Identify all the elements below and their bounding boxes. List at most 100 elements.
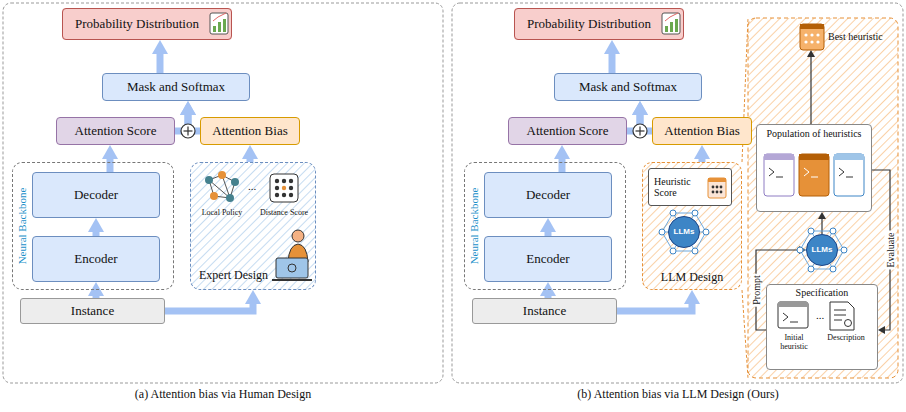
output-box: Probability Distribution [514,8,684,40]
node-text: Mask and Softmax [127,80,225,95]
chart-icon [210,13,228,34]
node-text: Mask and Softmax [579,80,677,95]
network-icon-part [210,192,218,200]
heuristic-window [799,154,829,196]
best-heuristic-icon-part [816,33,819,36]
icon-label: Initial heuristic [771,333,817,351]
heuristic-window-part [764,154,794,160]
document-icon [830,302,854,330]
zoom-line [742,290,748,378]
document-icon-part [830,302,854,330]
box-fill [756,124,872,212]
node-text: Probability Distribution [527,17,651,32]
node-text: Decoder [74,188,118,203]
grid-icon-part [289,193,293,197]
best-heuristic-icon-part [800,24,824,29]
node-text: Neural Backbone [16,188,29,265]
script-icon-part [708,178,726,182]
grid-icon-part [275,186,279,190]
process-box: Decoder [32,172,160,218]
block-arrow [165,304,253,311]
terminal-icon-part [790,322,798,323]
network-icon-part [205,176,213,184]
best-heuristic-icon [800,24,824,50]
script-icon-part [720,186,723,189]
network-icon-part [231,178,239,186]
heuristic-window [834,154,864,196]
flow-arrow [821,219,822,234]
llm-circle: LLMs [668,216,700,248]
node-text: Instance [71,304,114,319]
heuristic-window-part [799,154,829,160]
block-arrow [617,304,692,311]
grid-icon-part [275,193,279,197]
heuristic-window-part [834,154,864,196]
node-text: Instance [523,304,566,319]
node-text: Specification [796,287,849,299]
grid-icon-part [282,179,286,183]
script-icon-part [708,178,726,198]
population-box: Population of heuristics [756,124,872,212]
output-box: Probability Distribution [62,8,232,40]
best-heuristic-icon-part [816,40,819,43]
llm-circle: LLMs [806,234,838,266]
terminal-icon-part [778,302,808,307]
heuristic-window-part [799,154,829,196]
process-box: Encoder [484,236,612,282]
node-text: Neural Backbone [468,188,481,265]
person-icon-part [276,258,308,278]
script-icon-part [716,186,719,189]
block-arrow [609,54,616,73]
script-icon-part [720,191,723,194]
backbone-region: Neural BackboneDecoderEncoder [464,162,626,290]
heuristic-window-part [764,154,794,196]
subfigure-caption: (b) Attention bias via LLM Design (Ours) [458,388,898,402]
person-icon-part [272,279,312,281]
terminal-icon-part [778,302,808,328]
script-icon [708,178,726,198]
block-arrow [157,54,164,73]
plus-symbol [633,124,647,138]
process-box: Decoder [484,172,612,218]
score-box: Attention Score [56,117,175,145]
node-text: Encoder [74,252,117,267]
process-box: Mask and Softmax [102,73,250,101]
grid-icon-part [289,179,293,183]
icon-label: Distance Score [253,208,315,217]
best-heuristic-icon-part [804,33,807,36]
llm-icon [797,228,847,272]
heuristic-window-part [846,177,853,178]
node-text: Best heuristic [828,31,883,43]
specification-box: Specification [766,284,878,370]
best-heuristic-icon-part [810,40,813,43]
grid-icon [270,174,298,202]
input-box: Instance [20,298,165,324]
node-text: LLMs [812,245,833,254]
node-text: Population of heuristics [767,128,862,140]
edge-label: Prompt [751,273,762,306]
llm-icon [659,210,709,254]
grid-icon-part [275,179,279,183]
icon-label: Local Policy [194,208,250,217]
block-arrow [107,159,114,172]
person-icon-part [288,264,296,272]
document-icon-part [834,320,842,321]
heuristic-window-part [839,168,844,176]
node-text: Heuristic Score [654,176,707,199]
node-text: Expert Design [199,269,268,283]
heuristic-window-part [811,177,818,178]
icon-label: ... [242,180,262,193]
grid-icon-part [289,186,293,190]
heuristic-window-part [769,168,774,176]
heuristic-window-part [804,168,809,176]
terminal-icon-part [783,313,788,321]
block-arrow [559,159,566,172]
node-text: Encoder [526,252,569,267]
grid-icon-part [282,186,286,190]
hatched-region [642,162,742,290]
score-box: Attention Score [508,117,627,145]
grid-icon-part [270,174,298,202]
best-heuristic-icon-part [800,24,824,50]
